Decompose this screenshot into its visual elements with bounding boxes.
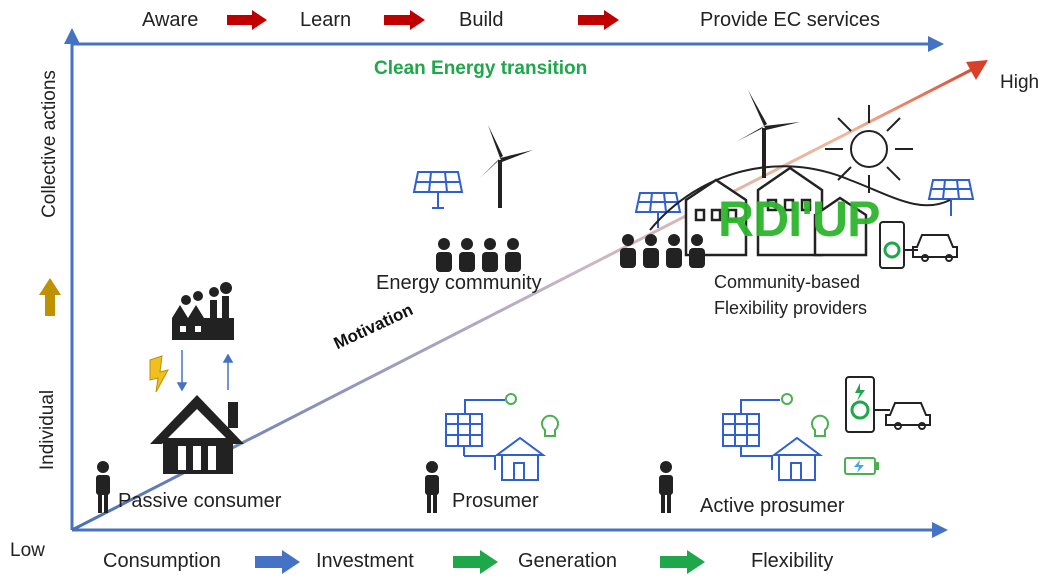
top-step-arrows	[227, 10, 619, 30]
low-label: Low	[10, 540, 45, 561]
axes	[64, 28, 948, 538]
step-build: Build	[459, 9, 504, 31]
collective-actions-label: Collective actions	[39, 70, 60, 218]
top-axis-arrowhead	[928, 36, 944, 52]
ev-charger-icon	[845, 376, 890, 433]
red-arrow-2	[384, 10, 425, 30]
diagram-title: Clean Energy transition	[374, 58, 588, 79]
lightning-icon	[149, 355, 169, 393]
wind-turbine-icon-2	[736, 90, 800, 178]
car-icon	[885, 402, 931, 430]
green-arrow-1	[453, 550, 498, 574]
solar-panel-icon-3	[927, 179, 975, 216]
ev-charger-icon-2	[879, 221, 918, 269]
bottom-axis-arrowhead	[932, 522, 948, 538]
person-icon-active	[659, 461, 673, 513]
person-icon-prosumer	[425, 461, 439, 513]
house-icon	[150, 395, 244, 474]
step-learn: Learn	[300, 9, 352, 31]
step-flexibility: Flexibility	[751, 550, 834, 572]
person-icon-passive	[96, 461, 110, 513]
group-icon-2	[620, 234, 705, 268]
step-generation: Generation	[518, 550, 617, 572]
prosumer-label: Prosumer	[452, 490, 539, 512]
step-aware: Aware	[142, 9, 199, 31]
sun-icon	[825, 105, 913, 193]
individual-label: Individual	[37, 389, 58, 471]
green-arrow-2	[660, 550, 705, 574]
wind-turbine-icon	[480, 125, 533, 208]
step-provide-ec-services: Provide EC services	[700, 9, 881, 31]
red-arrow-3	[578, 10, 619, 30]
group-icon	[436, 238, 521, 272]
step-consumption: Consumption	[103, 550, 221, 572]
step-investment: Investment	[316, 550, 414, 572]
blue-arrow	[255, 550, 300, 574]
factory-icon	[172, 282, 234, 340]
solar-panel-icon	[412, 171, 464, 209]
flex-providers-line1: Community-based	[714, 272, 861, 292]
active-solar-house	[722, 393, 829, 481]
vertical-axis-arrowhead	[64, 28, 80, 44]
hill-line	[649, 165, 951, 231]
passive-consumer-label: Passive consumer	[118, 490, 282, 512]
red-arrow-1	[227, 10, 267, 30]
houses-icon	[684, 166, 868, 257]
car-icon-2	[912, 234, 958, 262]
flow-arrows	[176, 350, 234, 392]
energy-community-label: Energy community	[376, 272, 542, 294]
gold-up-arrow	[39, 278, 61, 316]
active-prosumer-label: Active prosumer	[700, 495, 845, 517]
flex-providers-line2: Flexibility providers	[714, 298, 868, 318]
bottom-step-arrows	[255, 550, 705, 574]
solar-panel-icon-2	[634, 192, 682, 228]
battery-icon	[844, 457, 879, 475]
high-label: High	[1000, 72, 1040, 93]
rdiup-watermark: RDI'UP	[718, 191, 880, 247]
prosumer-solar-house	[445, 393, 559, 481]
